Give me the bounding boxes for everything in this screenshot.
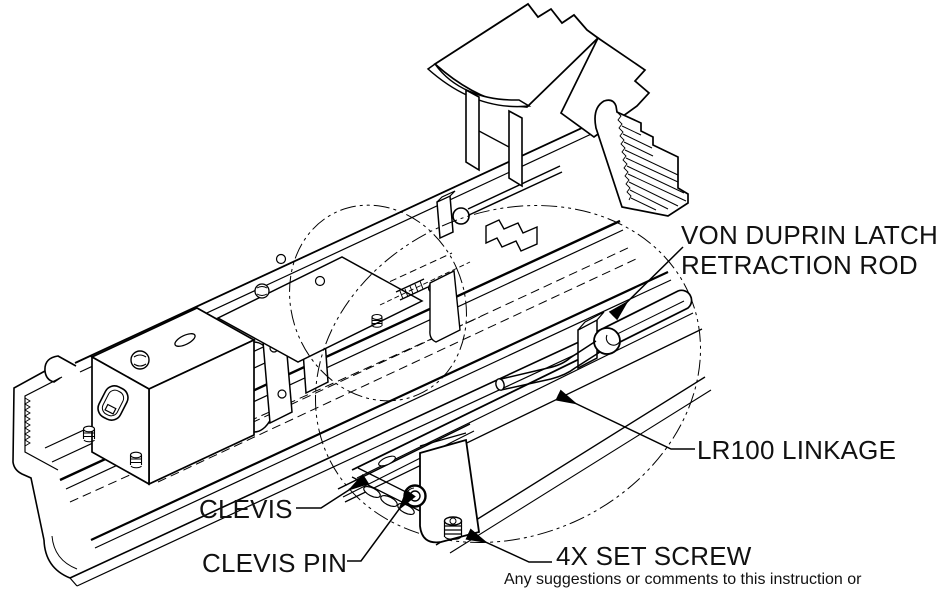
leader-set-screw (465, 528, 552, 562)
slot-hole (173, 331, 197, 349)
rail-right-end-serrated (595, 100, 688, 216)
set-screw-actual-1 (84, 426, 95, 442)
leader-clevis-pin (347, 489, 416, 561)
label-retraction-rod-line2: RETRACTION ROD (681, 250, 918, 280)
leader-linkage (555, 389, 695, 449)
retraction-rod-detail (578, 290, 692, 368)
label-retraction-rod-line1: VON DUPRIN LATCH (681, 220, 936, 250)
rail-left-end-profile (13, 356, 77, 586)
detail-source-ellipse (259, 177, 497, 430)
clevis-detail (420, 440, 479, 542)
leader-clevis (296, 473, 370, 508)
bent-rod-detail (495, 341, 600, 391)
leader-lines (296, 247, 695, 562)
clevis-assembly-actual (372, 262, 470, 342)
label-linkage: LR100 LINKAGE (697, 435, 897, 465)
set-screw-detail (445, 517, 462, 539)
label-retraction-rod: VON DUPRIN LATCH RETRACTION ROD (681, 220, 936, 280)
footer-note: Any suggestions or comments to this inst… (504, 571, 862, 588)
set-screw-actual-3 (372, 315, 382, 328)
label-set-screw: 4X SET SCREW (556, 541, 752, 571)
leader-retraction-rod (608, 247, 683, 321)
mounting-plate (218, 255, 470, 363)
pushpad-bracket-broken (428, 4, 649, 186)
clevis-pin-detail (405, 486, 426, 507)
detail-view-content (338, 290, 711, 553)
retraction-rod-actual (437, 166, 562, 251)
connector-port (95, 382, 132, 423)
label-clevis-pin: CLEVIS PIN (202, 548, 348, 578)
label-clevis: CLEVIS (199, 494, 293, 524)
detail-view-boundary (259, 145, 755, 595)
set-screw-actual-2 (131, 452, 142, 468)
